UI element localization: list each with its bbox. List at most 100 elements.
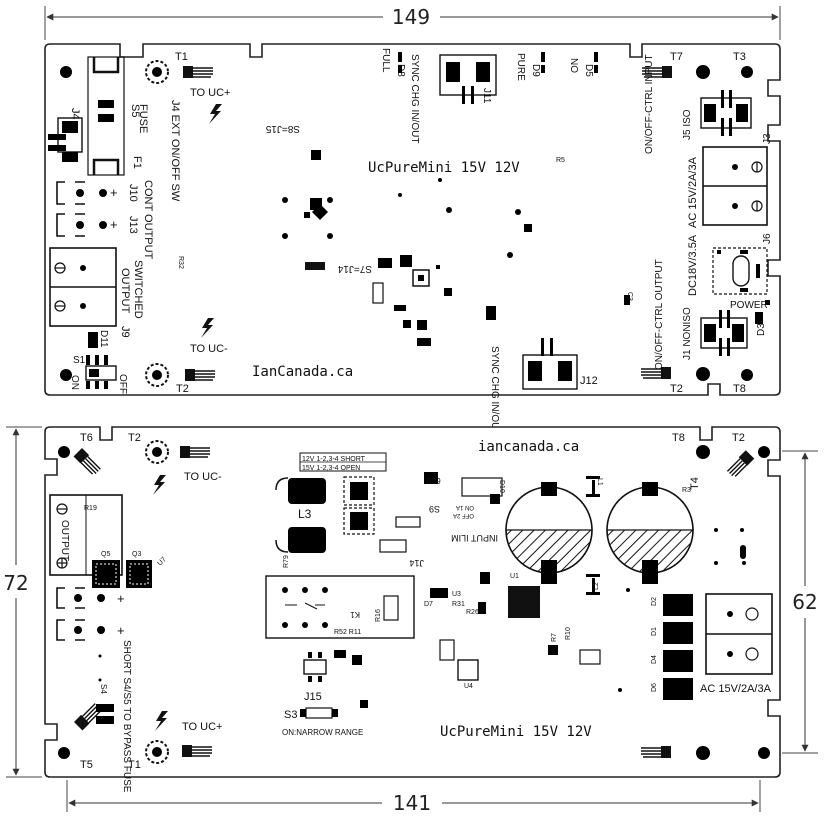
s1-label: S1	[73, 355, 86, 366]
ic-cluster-bottom	[334, 472, 601, 708]
screw-icon	[182, 745, 212, 757]
s5-pads	[98, 100, 114, 108]
j5-connector	[700, 90, 752, 136]
output-bottom-label: OUTPUT	[59, 520, 70, 561]
output-ctrl-label: ON/OFF-CTRL OUTPUT	[654, 259, 665, 370]
j14-table-row-a: 12V 1-2,3-4 SHORT	[302, 456, 366, 463]
c3-label: C3	[626, 292, 633, 301]
j14-label: J14	[409, 558, 424, 568]
j6-label: J6	[762, 233, 773, 244]
d7-label: D7	[424, 601, 433, 608]
terminal-t1-bottom-label: T1	[128, 759, 141, 771]
s3-label: S3	[284, 709, 297, 721]
j12-connector	[522, 338, 578, 390]
capacitor-left	[505, 482, 593, 584]
r32-label: R32	[177, 256, 184, 269]
vias	[282, 178, 521, 258]
screw-icon	[642, 66, 672, 78]
d11-pads	[88, 332, 98, 348]
svg-text:+: +	[110, 185, 118, 200]
dimension-left: 72	[3, 426, 42, 778]
d9-pads	[541, 52, 545, 62]
d5-label: D5	[583, 64, 594, 77]
mounting-hole	[741, 66, 753, 78]
terminal-t2-pad	[145, 363, 169, 387]
ic-cluster	[304, 198, 630, 346]
pure-label: PURE	[515, 53, 526, 81]
short-fuse-label: SHORT S4/S5 TO BYPASS FUSE	[121, 640, 132, 793]
j3-terminal-block	[702, 146, 768, 226]
j1-noniso-label: J1 NONISO	[682, 307, 693, 360]
u4-label: U4	[464, 683, 473, 690]
terminal-t6-label: T6	[80, 432, 93, 444]
j1-connector	[700, 310, 748, 356]
svg-text:+: +	[117, 623, 125, 638]
terminal-t8-bottom-label: T8	[672, 432, 685, 444]
dimension-bottom: 141	[66, 780, 761, 815]
full-label: FULL	[380, 48, 391, 73]
j10-label: J10	[127, 184, 139, 202]
ac-in-label: AC 15V/2A/3A	[687, 156, 699, 228]
s1-switch	[85, 355, 117, 389]
s9-label: S9	[429, 504, 440, 514]
mounting-hole	[741, 369, 753, 381]
l1-inductor	[586, 476, 600, 497]
d10-label: D10	[498, 480, 505, 493]
mounting-hole	[696, 367, 710, 381]
j14-table	[299, 452, 387, 472]
terminal-t4-label: T4	[689, 477, 701, 490]
d3-label: D3	[756, 323, 767, 336]
on-1a-label: ON 1A	[456, 504, 474, 510]
l2-inductor	[586, 574, 600, 595]
header-plus-1: +	[56, 587, 125, 609]
k1-relay	[265, 575, 415, 639]
screw-icon	[641, 746, 671, 758]
input-ilim-label: INPUT ILIM	[451, 533, 498, 543]
screw-icon	[180, 446, 210, 458]
d8-pads	[398, 52, 402, 62]
mounting-hole	[696, 445, 710, 459]
q3-label: Q3	[132, 551, 141, 558]
r79-label: R79	[283, 555, 290, 568]
dimension-top-label: 149	[392, 5, 430, 29]
s5-label: S5	[129, 104, 141, 117]
top-board: T1 TO UC+ T2 TO UC- T7 T3 T2 T8	[44, 43, 781, 435]
j3-label: J3	[762, 133, 773, 144]
r10-label: R10	[565, 627, 572, 640]
output-label: OUTPUT	[119, 268, 131, 314]
screw-icon	[726, 450, 755, 477]
terminal-t5-label: T5	[80, 759, 93, 771]
screw-icon	[641, 367, 671, 379]
to-uc-plus-bottom-label: TO UC+	[182, 721, 222, 733]
narrow-range-label: ON:NARROW RANGE	[282, 728, 363, 737]
output-terminal-block	[49, 494, 123, 576]
ac-terminal-block	[705, 593, 773, 675]
top-board-outline	[44, 43, 781, 396]
sync-chg-bottom-label: SYNC CHG IN/OUT	[489, 346, 500, 435]
s8-j15-label: S8=J15	[265, 123, 300, 134]
l3-inductor	[275, 477, 326, 553]
r5-label: R5	[556, 157, 565, 164]
s7-j14-label: S7=J14	[337, 263, 372, 274]
input-ctrl-label: ON/OFF-CTRL INPUT	[644, 54, 655, 154]
j11-connector	[439, 54, 497, 104]
j15-header	[303, 652, 327, 682]
sync-chg-top-label: SYNC CHG IN/OUT	[409, 54, 420, 143]
bottom-board: T6 T2 TO UC- T5 T1 TO UC+ T8 T2	[44, 426, 781, 793]
d11-label: D11	[98, 330, 109, 348]
mounting-hole	[58, 446, 70, 458]
screw-icon	[183, 66, 213, 78]
j4-label: J4	[69, 108, 81, 120]
mounting-hole	[758, 446, 770, 458]
s8-pads	[311, 150, 321, 160]
s4-pads	[96, 704, 114, 712]
screw-icon	[73, 448, 101, 475]
dimension-top: 149	[44, 5, 781, 40]
fuse-holder-outline	[87, 56, 125, 176]
r3-label: R3	[682, 487, 691, 494]
j11-label: J11	[481, 88, 492, 104]
f1-label: F1	[131, 156, 143, 169]
switched-label: SWITCHED	[132, 260, 144, 319]
capacitor-right	[606, 482, 694, 584]
